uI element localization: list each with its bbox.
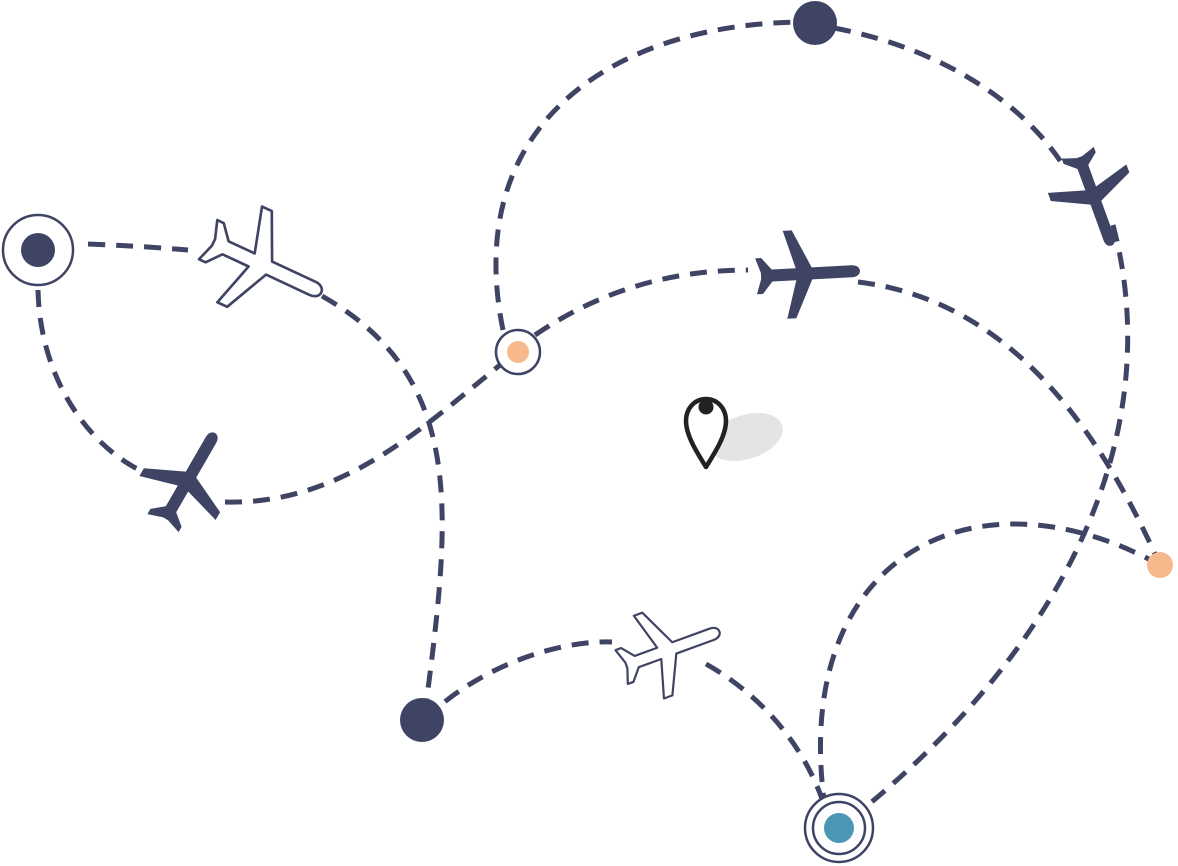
pin-center-dot (698, 399, 714, 415)
route-central-waypoint-to-center-plane (533, 267, 749, 338)
node-east-waypoint (1147, 552, 1173, 578)
route-center-plane-to-east-waypoint (857, 279, 1163, 567)
route-north-hub-to-northeast-plane (833, 25, 1069, 172)
route-northeast-plane-to-south-destination (840, 224, 1131, 828)
node-north-hub (793, 1, 837, 45)
route-southwest-plane-to-central-waypoint (224, 363, 502, 505)
airplanes (124, 138, 1151, 710)
pin-outline (683, 396, 729, 470)
node-central-waypoint (494, 328, 542, 376)
airplane-icon (184, 190, 345, 342)
node-west-origin (1, 213, 75, 287)
node-south-destination (803, 792, 875, 864)
route-east-waypoint-to-south-destination (817, 521, 1162, 827)
route-west-origin-to-southwest-plane (35, 289, 151, 478)
location-pin-icon (683, 396, 783, 470)
route-central-waypoint-to-north-hub (493, 19, 813, 331)
flight-routes (35, 19, 1163, 828)
route-south-hub-to-south-plane (422, 639, 613, 722)
airplane-icon (753, 226, 863, 321)
route-south-plane-to-south-destination (704, 661, 833, 827)
route-west-origin-to-northwest-plane (87, 241, 189, 253)
airplane-icon (605, 589, 736, 710)
node-south-hub (400, 698, 444, 742)
airplane-icon (124, 411, 254, 546)
route-northwest-plane-to-south-hub (320, 293, 445, 721)
